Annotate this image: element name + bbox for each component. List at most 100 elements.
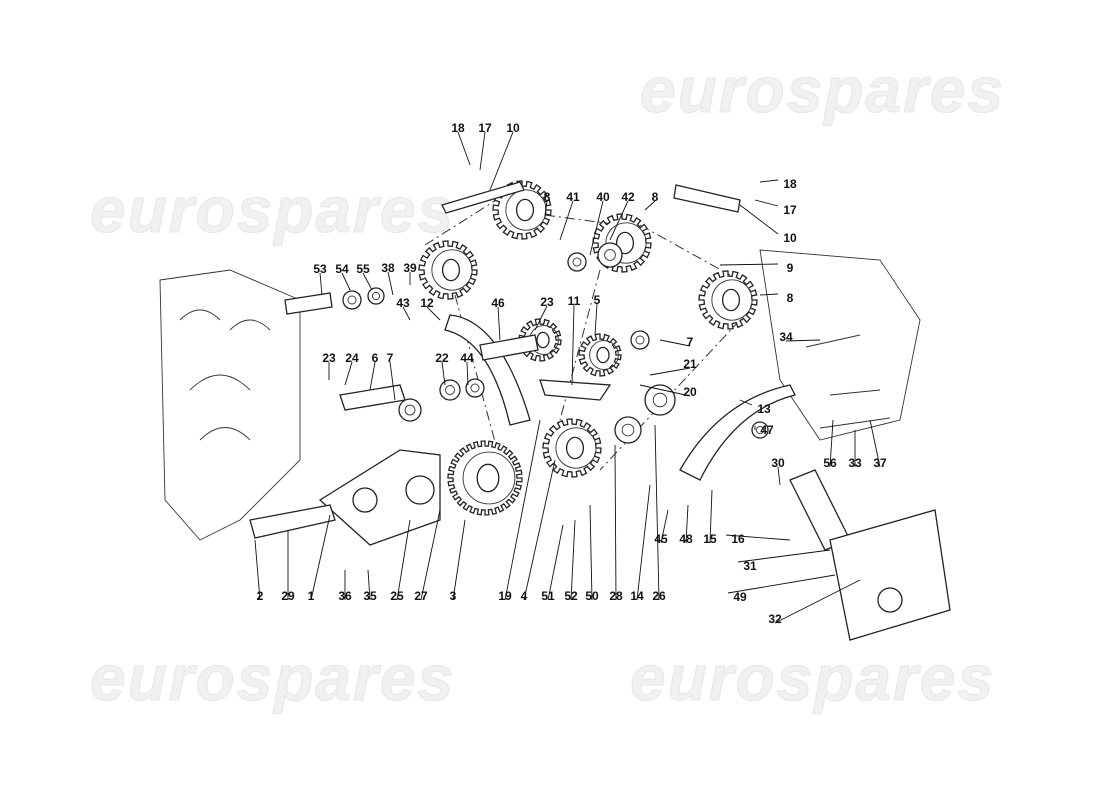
leader-line	[754, 199, 779, 207]
callout-41: 41	[566, 190, 580, 204]
leader-line	[441, 361, 446, 386]
callout-3: 3	[450, 589, 457, 603]
bearing-washer	[567, 252, 587, 272]
bearing-washer	[751, 421, 769, 439]
leader-line	[479, 131, 486, 171]
callout-11: 11	[568, 294, 581, 308]
drive-gear	[447, 440, 523, 516]
camshaft-sprocket	[418, 240, 478, 300]
callout-20: 20	[683, 385, 697, 399]
cover-plate	[829, 509, 951, 641]
leader-line	[310, 514, 331, 601]
callout-4: 4	[521, 589, 528, 603]
callout-43: 43	[396, 296, 410, 310]
callout-26: 26	[652, 589, 666, 603]
tensioner-arm	[679, 384, 796, 481]
callout-17: 17	[478, 121, 492, 135]
leader-lines	[254, 131, 881, 624]
bolt	[284, 292, 333, 315]
leader-line	[785, 339, 821, 342]
camshaft-sprocket	[698, 270, 758, 330]
callout-32: 32	[768, 612, 782, 626]
leader-line	[829, 419, 834, 468]
bearing-washer	[439, 379, 461, 401]
callout-33: 33	[848, 456, 862, 470]
callout-44: 44	[460, 351, 474, 365]
callout-8: 8	[544, 190, 551, 204]
bearing-washer	[367, 287, 385, 305]
callout-34: 34	[779, 330, 793, 344]
housing-outline	[759, 249, 921, 441]
callout-53: 53	[313, 262, 327, 276]
callout-5: 5	[594, 293, 601, 307]
watermark-logo: eurospares	[90, 642, 455, 714]
leader-line	[719, 263, 779, 266]
callout-8: 8	[787, 291, 794, 305]
cylinder-block-outline	[159, 269, 301, 541]
timing-chain-path	[424, 184, 741, 471]
shaft	[479, 334, 539, 361]
watermark-logo: eurospares	[90, 174, 455, 246]
watermark-logo: eurospares	[640, 54, 1005, 126]
callout-1: 1	[308, 589, 315, 603]
leader-line	[594, 303, 598, 336]
callout-39: 39	[403, 261, 417, 275]
callout-28: 28	[609, 589, 623, 603]
chain-slipper	[444, 314, 531, 426]
callout-24: 24	[345, 351, 359, 365]
leader-line	[341, 272, 351, 291]
callout-22: 22	[435, 351, 449, 365]
leader-line	[739, 399, 753, 406]
callout-7: 7	[687, 335, 694, 349]
callout-6: 6	[372, 351, 379, 365]
leader-line	[774, 579, 861, 624]
leader-line	[362, 272, 373, 291]
callout-18: 18	[783, 177, 797, 191]
bearing-washer	[644, 384, 676, 416]
bearing-washer	[614, 416, 642, 444]
leader-line	[649, 367, 691, 376]
leader-line	[489, 131, 514, 191]
callout-54: 54	[335, 262, 349, 276]
callout-12: 12	[420, 296, 434, 310]
chain-guide	[441, 181, 525, 214]
leader-line	[367, 569, 371, 601]
callout-48: 48	[679, 532, 693, 546]
callout-36: 36	[338, 589, 352, 603]
callout-29: 29	[281, 589, 295, 603]
leader-line	[571, 304, 575, 386]
leader-line	[369, 361, 376, 391]
callout-2: 2	[257, 589, 264, 603]
leader-line	[777, 466, 781, 486]
callout-47: 47	[760, 423, 774, 437]
leader-line	[759, 293, 779, 296]
bearing-washer	[398, 398, 422, 422]
callout-52: 52	[564, 589, 578, 603]
leader-line	[344, 361, 353, 386]
callout-46: 46	[491, 296, 505, 310]
leader-line	[254, 539, 261, 601]
callout-35: 35	[363, 589, 377, 603]
leader-line	[614, 444, 617, 601]
leader-line	[523, 459, 556, 601]
leader-line	[609, 200, 629, 241]
leader-line	[547, 524, 564, 601]
callout-56: 56	[823, 456, 837, 470]
intermediate-sprocket	[578, 333, 622, 377]
callout-49: 49	[733, 590, 747, 604]
leader-line	[709, 489, 713, 544]
bearing-washer	[630, 330, 650, 350]
leader-line	[589, 200, 604, 256]
leader-line	[727, 574, 836, 594]
callout-27: 27	[414, 589, 428, 603]
callout-23: 23	[322, 351, 336, 365]
leader-line	[426, 306, 441, 321]
leader-line	[725, 534, 791, 541]
callout-45: 45	[654, 532, 668, 546]
drive-sprocket	[542, 418, 602, 478]
watermark-logo: eurospares	[630, 642, 995, 714]
leader-line	[387, 271, 394, 296]
leader-line	[739, 204, 779, 235]
